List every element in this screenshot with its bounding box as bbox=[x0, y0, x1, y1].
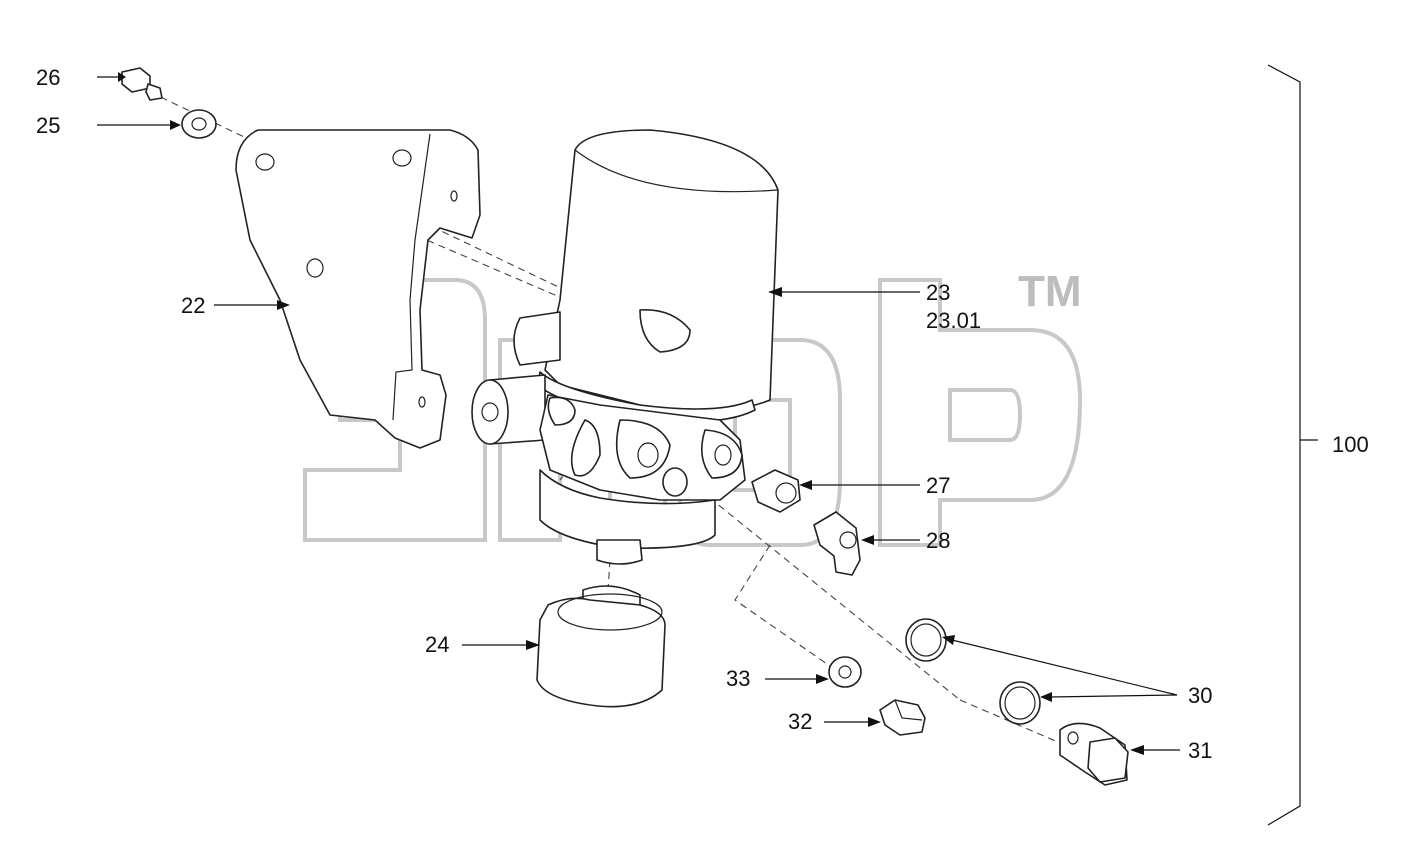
callout-23-01: 23.01 bbox=[926, 308, 981, 333]
bracket-part-22 bbox=[235, 129, 481, 449]
callout-32: 32 bbox=[788, 709, 812, 734]
callout-28: 28 bbox=[926, 528, 950, 553]
filter-cap-part-24 bbox=[536, 585, 666, 708]
washer-part-25 bbox=[181, 109, 217, 139]
plug-bolt-part-32 bbox=[879, 699, 926, 736]
callout-23: 23 bbox=[926, 280, 950, 305]
callout-27: 27 bbox=[926, 473, 950, 498]
bolt-part-26 bbox=[121, 67, 163, 101]
banjo-bolt-part-31 bbox=[1059, 722, 1129, 786]
leader-lines bbox=[97, 72, 1180, 755]
air-dryer-part-23 bbox=[471, 129, 779, 565]
callout-26: 26 bbox=[36, 65, 60, 90]
elbow-part-28 bbox=[813, 511, 861, 576]
callout-30: 30 bbox=[1188, 683, 1212, 708]
callout-33: 33 bbox=[726, 666, 750, 691]
callout-22: 22 bbox=[181, 293, 205, 318]
callout-24: 24 bbox=[425, 632, 449, 657]
seal-rings-part-30 bbox=[905, 618, 1041, 725]
fitting-part-27 bbox=[751, 469, 801, 513]
callout-25: 25 bbox=[36, 113, 60, 138]
watermark-tm: TM bbox=[1018, 267, 1082, 316]
washer-part-33 bbox=[828, 656, 862, 688]
callout-31: 31 bbox=[1188, 738, 1212, 763]
assembly-brace bbox=[1267, 64, 1318, 826]
callout-100: 100 bbox=[1332, 432, 1369, 457]
